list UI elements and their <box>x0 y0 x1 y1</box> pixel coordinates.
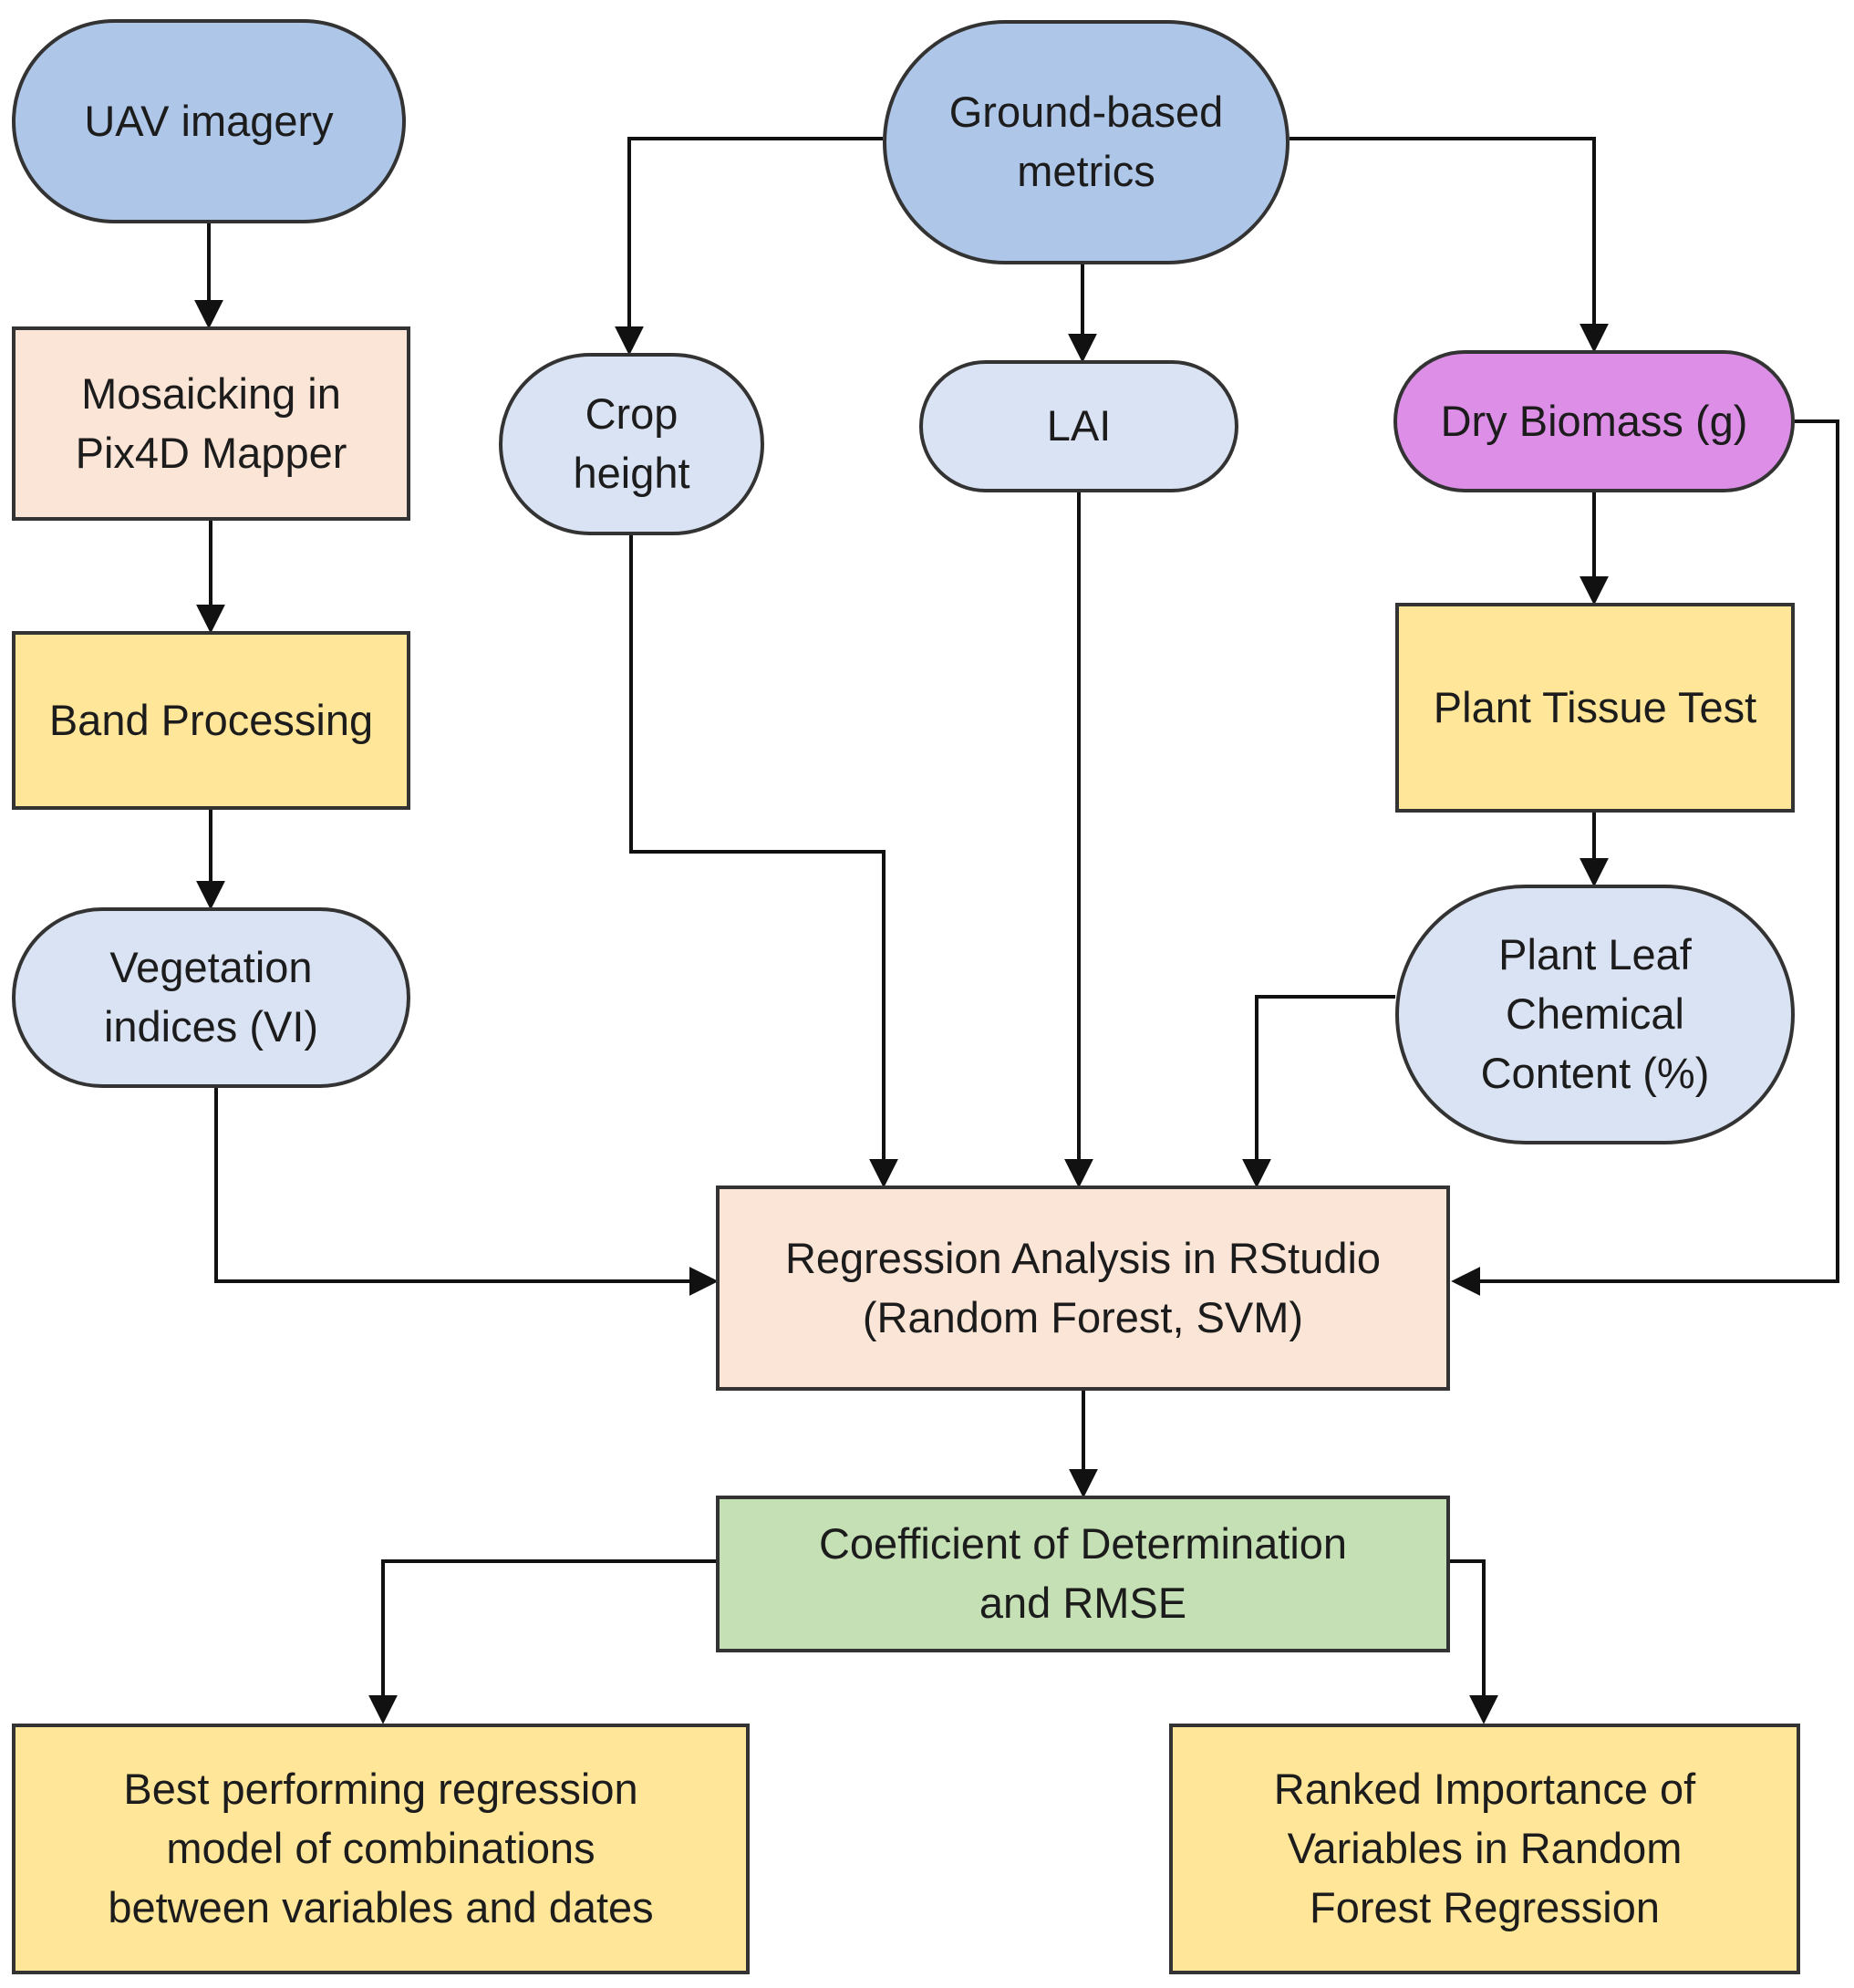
node-ranked-importance: Ranked Importance of Variables in Random… <box>1169 1724 1800 1974</box>
node-lai: LAI <box>919 360 1238 492</box>
node-label: Regression Analysis in RStudio <box>784 1233 1382 1282</box>
node-label: (Random Forest, SVM) <box>862 1292 1304 1341</box>
node-label: LAI <box>1046 401 1112 450</box>
node-label: Variables in Random <box>1287 1824 1683 1873</box>
edge-ground-metrics-to-crop-height <box>615 137 883 356</box>
node-label: Chemical <box>1506 989 1684 1039</box>
node-label: Ground-based <box>948 88 1224 137</box>
node-label: model of combinations <box>166 1824 596 1873</box>
node-plant-leaf-chemical-content: Plant Leaf Chemical Content (%) <box>1395 885 1795 1144</box>
node-label: Mosaicking in <box>81 368 341 418</box>
edge-crop-height-to-regression <box>629 535 898 1188</box>
node-crop-height: Crop height <box>499 353 764 535</box>
node-label: Dry Biomass (g) <box>1440 396 1748 445</box>
node-label: Content (%) <box>1480 1048 1710 1097</box>
node-label: metrics <box>1017 147 1155 195</box>
node-coefficient-determination-rmse: Coefficient of Determination and RMSE <box>716 1496 1450 1652</box>
node-label: Forest Regression <box>1310 1882 1660 1931</box>
node-label: Pix4D Mapper <box>75 428 347 477</box>
edge-coefficient-to-best-model <box>368 1559 716 1724</box>
node-vegetation-indices: Vegetation indices (VI) <box>12 907 410 1088</box>
edge-plant-leaf-chemical-to-regression <box>1242 995 1395 1188</box>
node-label: Crop <box>585 389 678 439</box>
node-mosaicking-pix4d: Mosaicking in Pix4D Mapper <box>12 326 410 521</box>
node-label: Vegetation <box>109 943 313 992</box>
node-dry-biomass: Dry Biomass (g) <box>1393 350 1795 492</box>
node-label: UAV imagery <box>84 96 334 145</box>
node-label: height <box>573 449 690 497</box>
node-plant-tissue-test: Plant Tissue Test <box>1395 603 1795 813</box>
node-label: Best performing regression <box>123 1765 638 1814</box>
edge-vegetation-indices-to-regression <box>214 1088 719 1296</box>
node-label: and RMSE <box>979 1579 1187 1627</box>
node-uav-imagery: UAV imagery <box>12 19 406 223</box>
edge-coefficient-to-ranked-importance <box>1450 1559 1498 1724</box>
node-label: between variables and dates <box>108 1882 654 1931</box>
node-ground-based-metrics: Ground-based metrics <box>883 20 1290 264</box>
edge-ground-metrics-to-dry-biomass <box>1290 137 1609 353</box>
node-label: Plant Tissue Test <box>1433 682 1757 731</box>
node-best-performing-model: Best performing regression model of comb… <box>12 1724 750 1974</box>
node-regression-analysis: Regression Analysis in RStudio (Random F… <box>716 1186 1450 1391</box>
node-label: Coefficient of Determination <box>818 1519 1348 1569</box>
node-label: Ranked Importance of <box>1273 1765 1696 1814</box>
node-label: Band Processing <box>48 695 374 744</box>
node-label: indices (VI) <box>103 1002 319 1051</box>
node-label: Plant Leaf <box>1498 930 1692 979</box>
edge-dry-biomass-to-regression <box>1451 419 1839 1296</box>
node-band-processing: Band Processing <box>12 631 410 810</box>
